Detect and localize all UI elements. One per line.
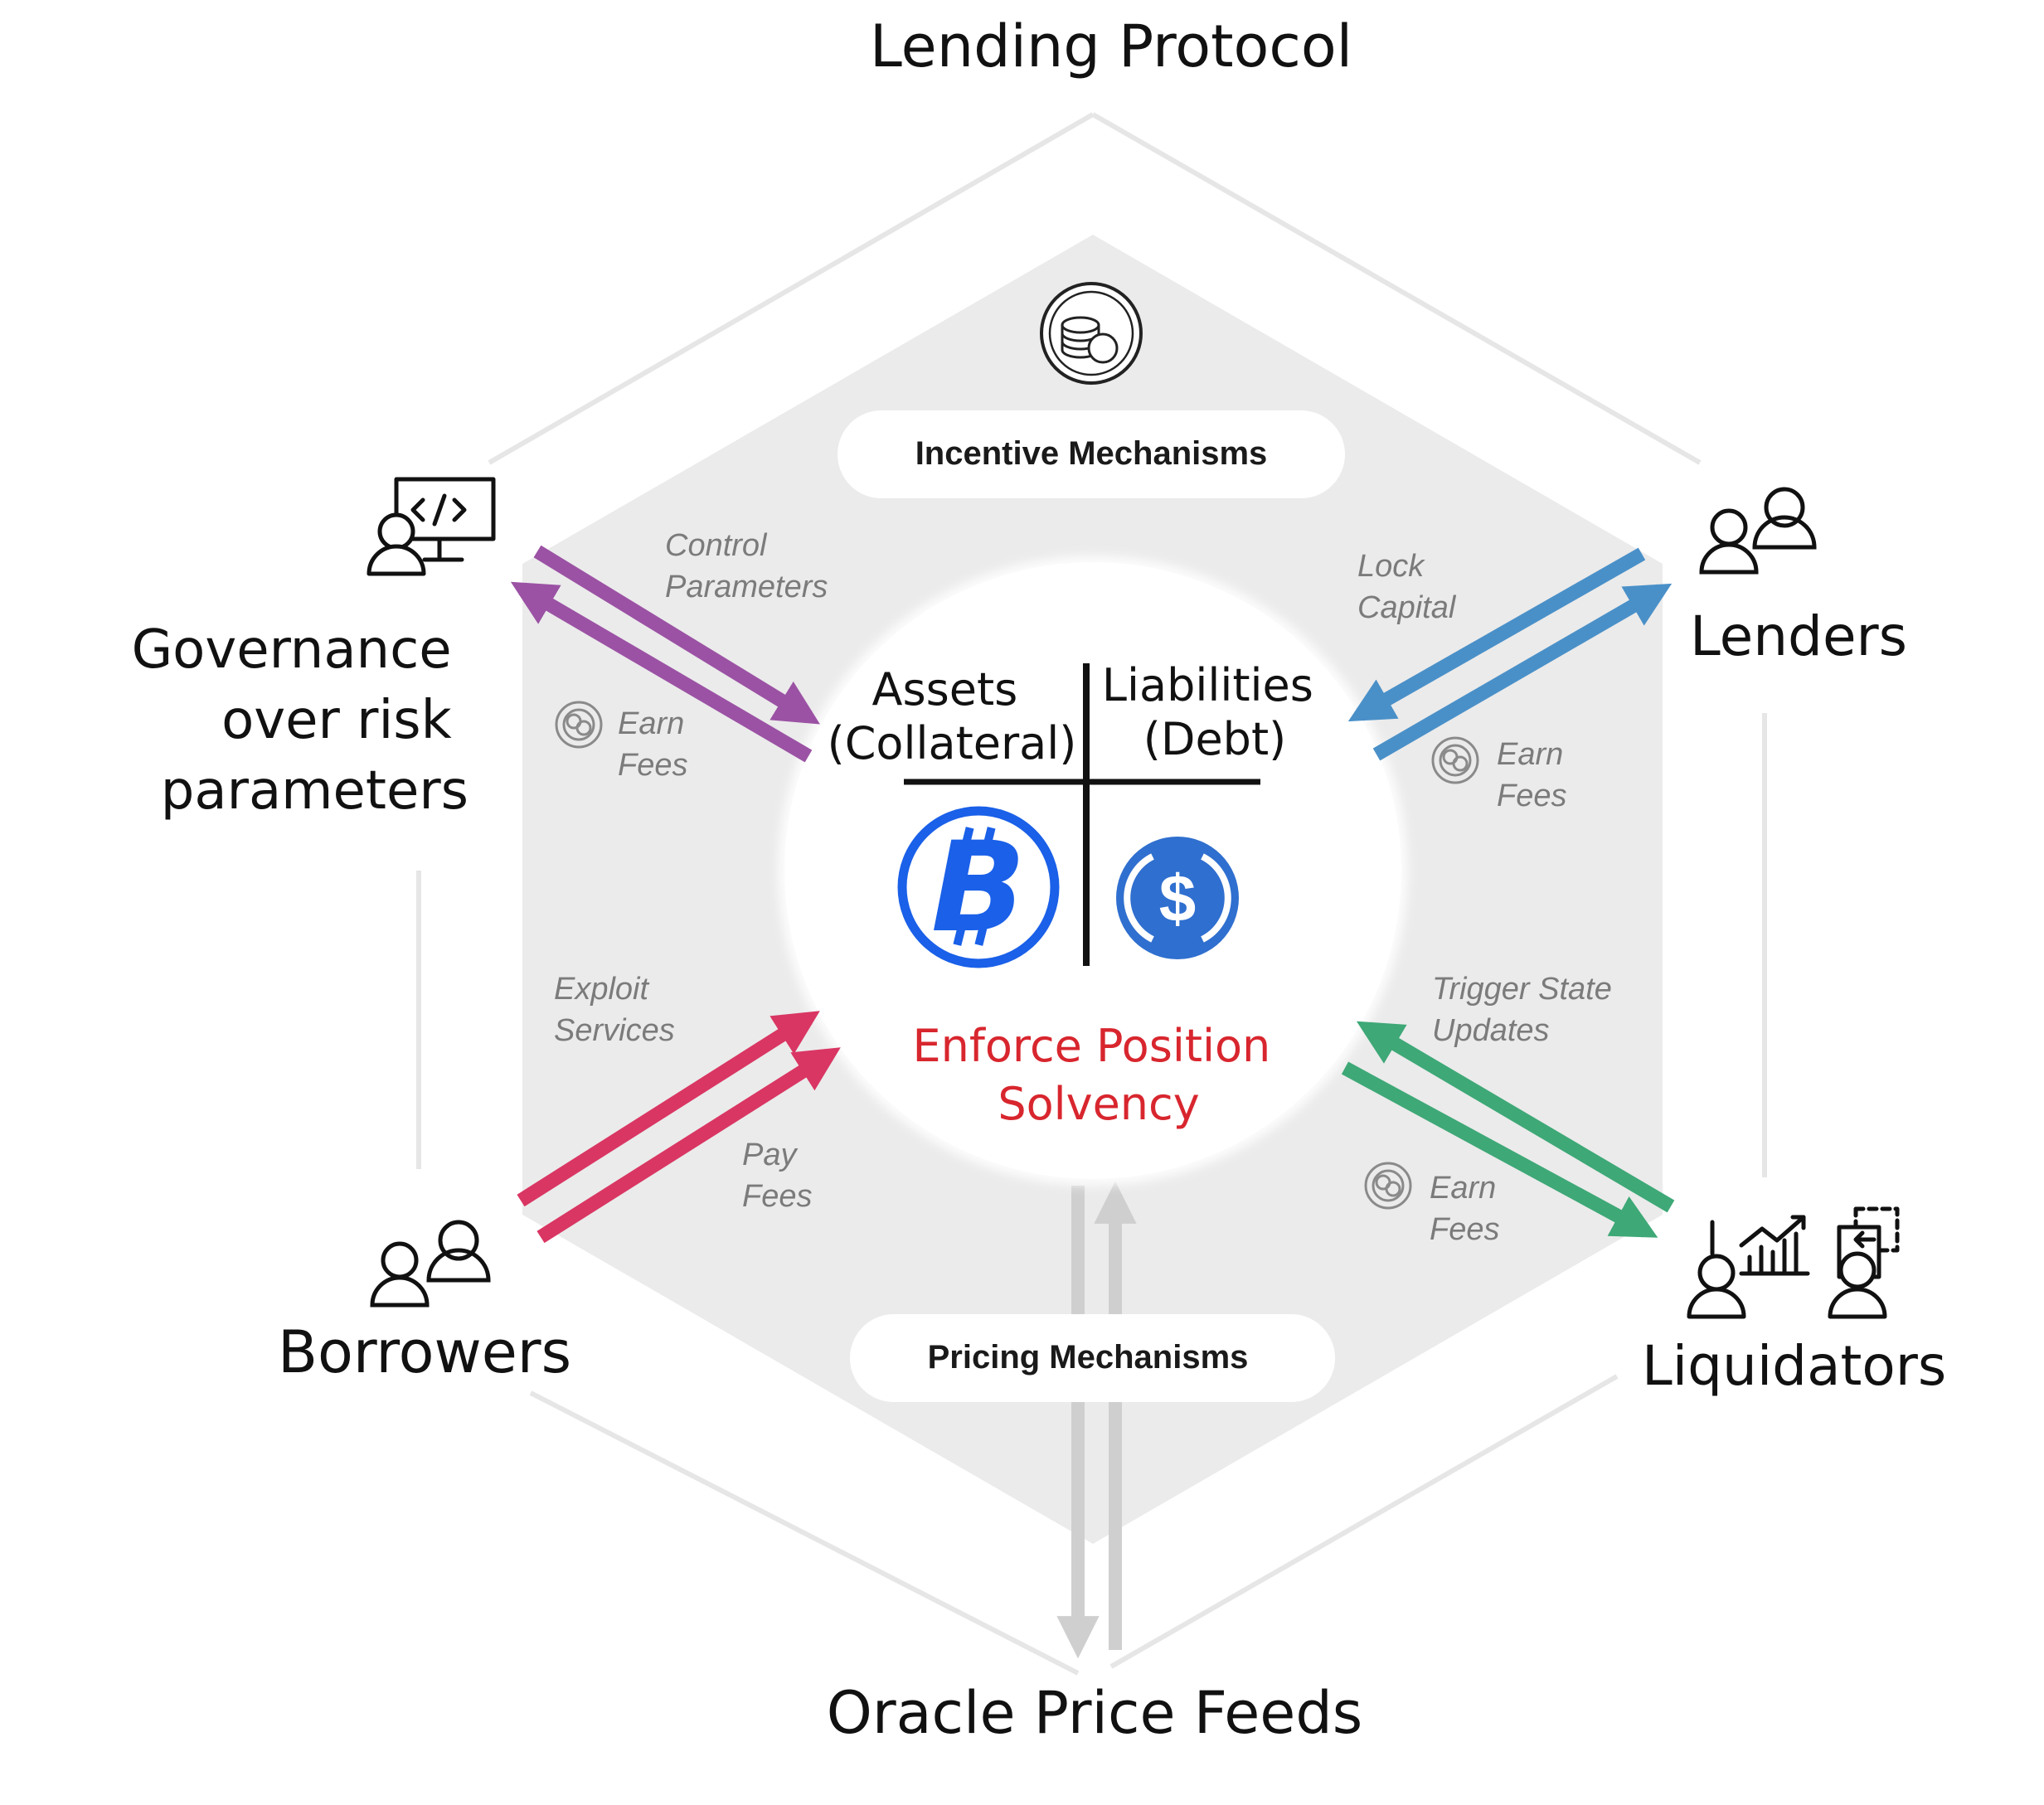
flow-label-lenders-fees: Earn Fees bbox=[1497, 737, 1572, 813]
incentive-mechanisms-label: Incentive Mechanisms bbox=[915, 435, 1268, 472]
lenders-arrows bbox=[1347, 547, 1673, 761]
flow-label-liquidators-fees: Earn Fees bbox=[1430, 1171, 1505, 1247]
developer-user-icon bbox=[367, 477, 496, 576]
lenders-label: Lenders bbox=[1690, 604, 1907, 668]
governance-arrows bbox=[510, 545, 820, 763]
oracle-price-feeds-label: Oracle Price Feeds bbox=[827, 1679, 1363, 1747]
assets-heading: Assets (Collateral) bbox=[828, 663, 1077, 769]
usdc-icon: $ bbox=[1116, 837, 1239, 959]
pricing-mechanisms-label: Pricing Mechanisms bbox=[928, 1339, 1249, 1376]
pricing-mechanisms-pill bbox=[850, 1314, 1335, 1402]
oracle-flow-arrows bbox=[1056, 1181, 1137, 1659]
bitcoin-icon: B bbox=[897, 806, 1060, 968]
fee-coin-icon bbox=[1431, 736, 1479, 784]
center-circle bbox=[784, 562, 1401, 1179]
governance-label: Governance over risk parameters bbox=[132, 619, 469, 822]
borrowers-arrows bbox=[517, 1011, 841, 1244]
liquidators-arrows bbox=[1341, 1021, 1675, 1238]
outer-hexagon bbox=[416, 112, 1767, 1676]
flow-label-governance-fees: Earn Fees bbox=[618, 706, 693, 783]
flow-label-exploit-services: Exploit Services bbox=[554, 972, 675, 1048]
incentive-mechanisms-pill bbox=[838, 410, 1345, 498]
fee-coin-icon bbox=[1364, 1162, 1412, 1210]
liquidators-label: Liquidators bbox=[1642, 1334, 1946, 1398]
liquidator-users-icon bbox=[1687, 1206, 1900, 1319]
fee-coin-icon bbox=[555, 701, 603, 749]
lender-users-icon bbox=[1699, 487, 1817, 575]
borrowers-label: Borrowers bbox=[278, 1318, 571, 1386]
enforce-solvency-label: Enforce Position Solvency bbox=[913, 1020, 1285, 1130]
flow-label-pay-fees: Pay Fees bbox=[742, 1138, 812, 1214]
coin-stack-icon bbox=[1040, 282, 1143, 385]
lending-protocol-title: Lending Protocol bbox=[870, 12, 1352, 80]
borrower-users-icon bbox=[370, 1220, 491, 1308]
svg-text:$: $ bbox=[1159, 861, 1197, 935]
flow-label-trigger-state-updates: Trigger State Updates bbox=[1432, 972, 1620, 1048]
liabilities-heading: Liabilities (Debt) bbox=[1102, 659, 1328, 765]
flow-label-control-parameters: Control Parameters bbox=[665, 528, 828, 604]
flow-label-lock-capital: Lock Capital bbox=[1357, 549, 1457, 625]
